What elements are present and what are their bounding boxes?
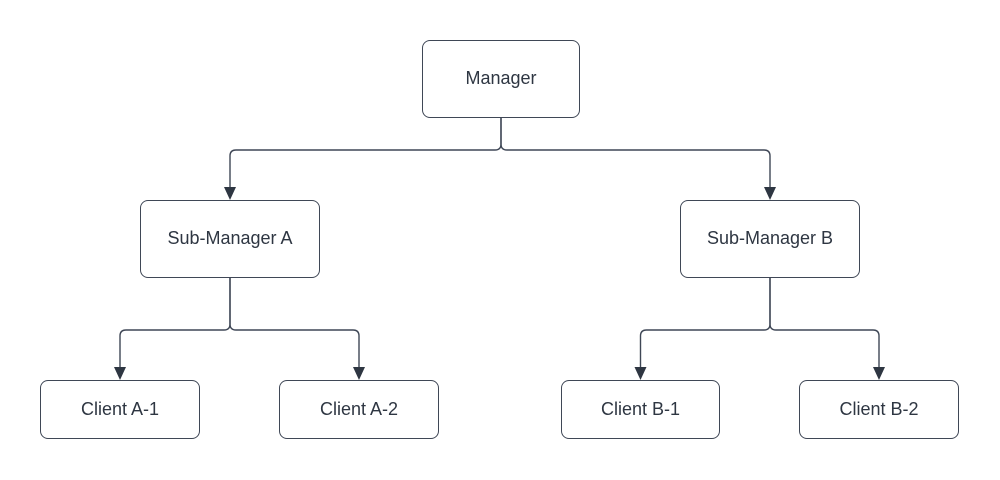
node-client-b1[interactable]: Client B-1 — [561, 380, 720, 439]
node-label: Sub-Manager B — [706, 228, 834, 249]
node-client-b2[interactable]: Client B-2 — [799, 380, 959, 439]
arrowhead-icon — [114, 367, 126, 380]
connector-sub-b-client-b1 — [639, 278, 771, 367]
node-sub-a[interactable]: Sub-Manager A — [140, 200, 320, 278]
arrowhead-icon — [634, 367, 647, 380]
connector-sub-a-client-a2 — [229, 278, 360, 367]
node-label: Client A-1 — [80, 398, 160, 419]
node-label: Manager — [465, 68, 537, 89]
node-client-a1[interactable]: Client A-1 — [40, 380, 200, 439]
node-label: Client A-2 — [319, 398, 399, 419]
connector-manager-sub-a — [229, 118, 502, 187]
node-label: Client B-2 — [839, 398, 919, 419]
node-label: Client B-1 — [600, 398, 681, 419]
arrowhead-icon — [353, 367, 365, 380]
connector-sub-a-client-a1 — [119, 278, 231, 367]
connector-manager-sub-b — [500, 118, 771, 187]
arrowhead-icon — [764, 187, 776, 200]
node-manager[interactable]: Manager — [422, 40, 580, 118]
arrowhead-icon — [224, 187, 236, 200]
node-label: Sub-Manager A — [167, 228, 293, 249]
node-sub-b[interactable]: Sub-Manager B — [680, 200, 860, 278]
connector-sub-b-client-b2 — [769, 278, 880, 367]
node-client-a2[interactable]: Client A-2 — [279, 380, 439, 439]
arrowhead-icon — [873, 367, 885, 380]
